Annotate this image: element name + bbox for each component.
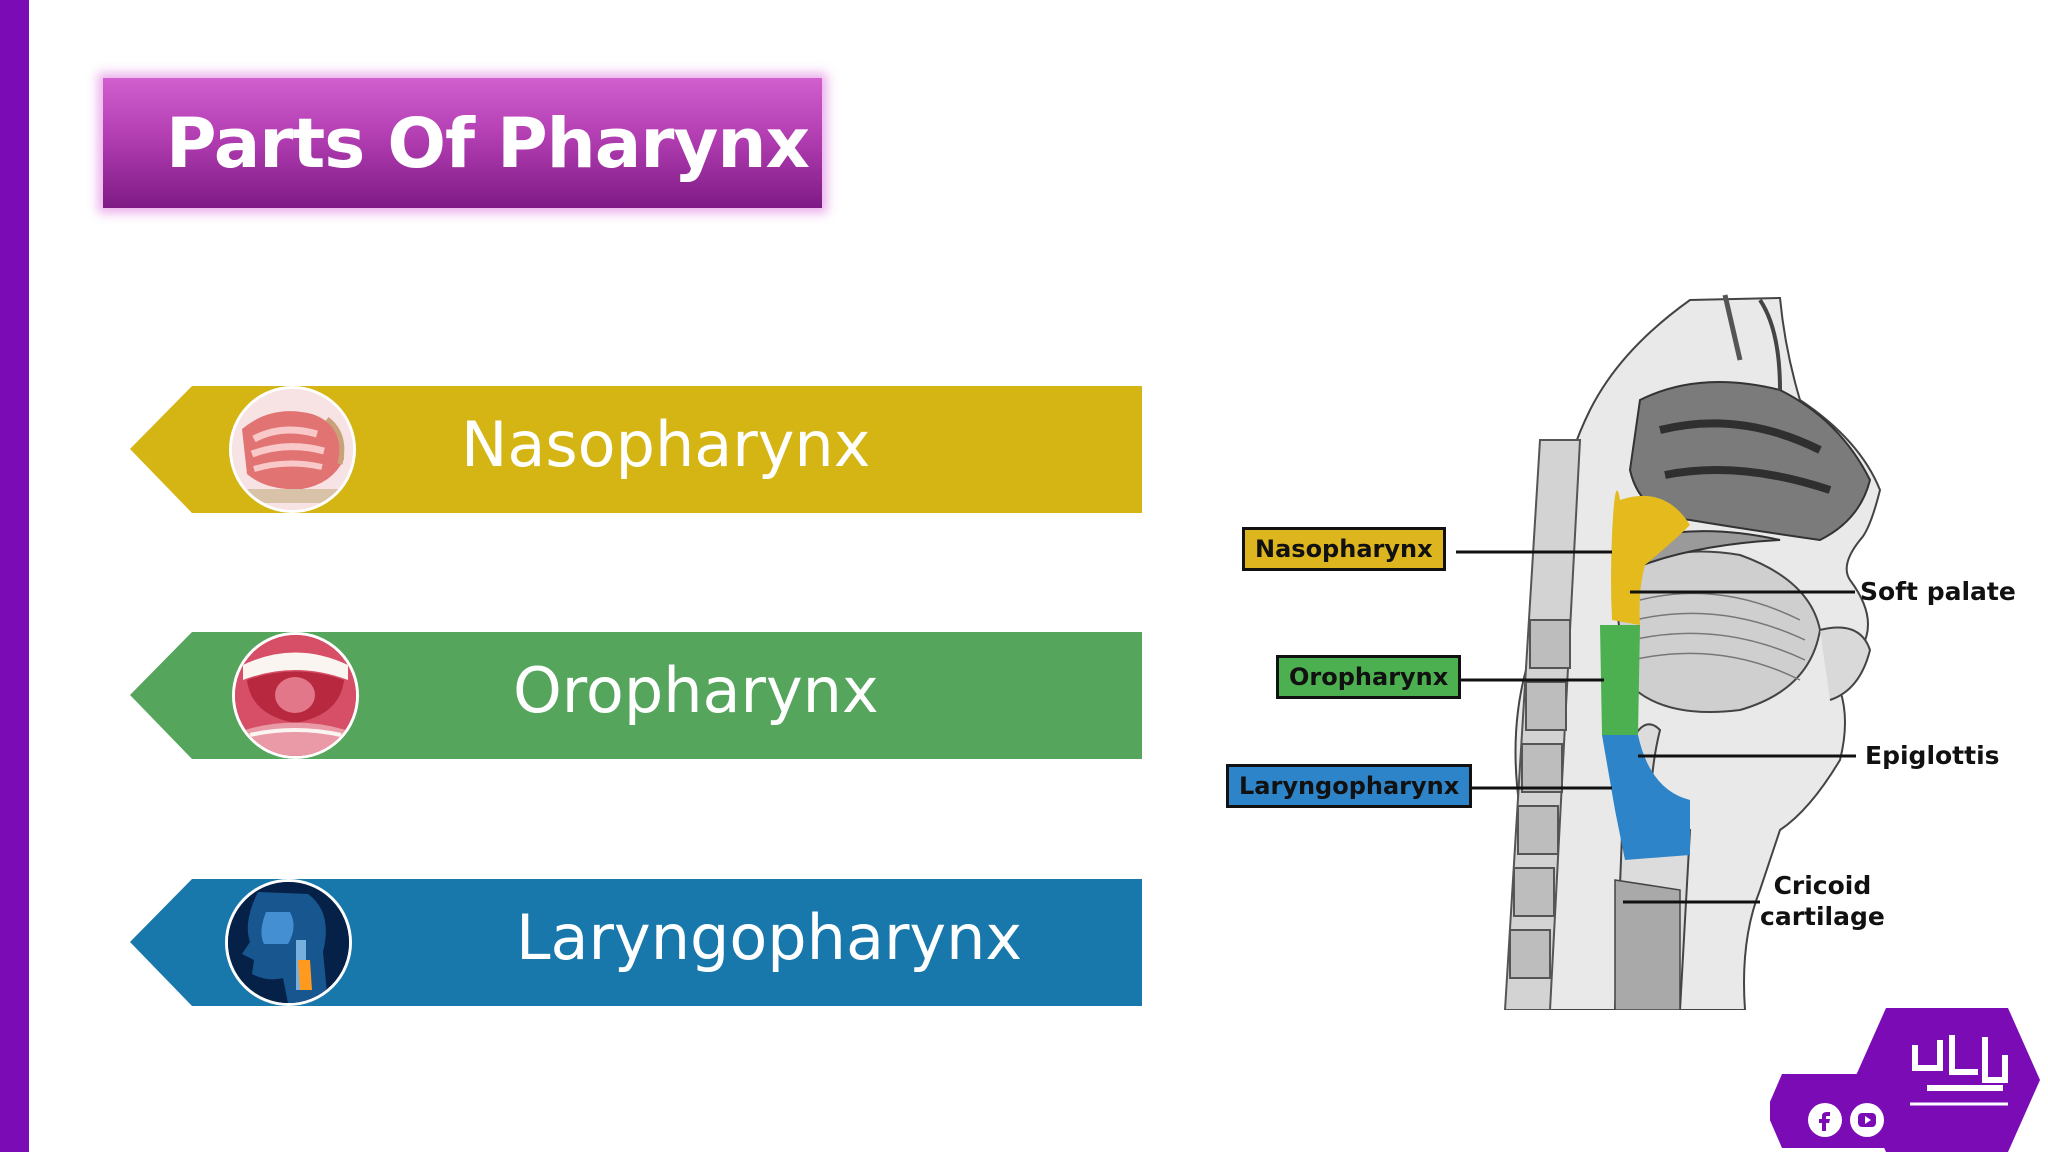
- banner-oropharynx: Oropharynx: [130, 632, 1142, 759]
- page-title: Parts Of Pharynx: [166, 104, 810, 184]
- annotation-soft-palate: Soft palate: [1860, 577, 2016, 606]
- head-neck-section-illustration: [1456, 294, 1882, 1011]
- banner-label: Nasopharynx: [461, 408, 871, 481]
- label-nasopharynx: Nasopharynx: [1242, 527, 1446, 571]
- head-xray-thumbnail: [225, 879, 352, 1006]
- youtube-icon[interactable]: [1850, 1103, 1884, 1137]
- label-oropharynx: Oropharynx: [1276, 655, 1462, 699]
- banner-laryngopharynx: Laryngopharynx: [130, 879, 1142, 1006]
- annotation-epiglottis: Epiglottis: [1865, 741, 2000, 770]
- side-accent-bar: [0, 0, 29, 1152]
- title-banner: Parts Of Pharynx: [103, 78, 822, 208]
- facebook-icon[interactable]: [1808, 1103, 1842, 1137]
- pharynx-sagittal-diagram: Nasopharynx Oropharynx Laryngopharynx So…: [1220, 290, 2016, 1011]
- banner-label: Oropharynx: [513, 654, 879, 727]
- banner-nasopharynx: Nasopharynx: [130, 386, 1142, 513]
- annotation-cricoid-line2: cartilage: [1760, 902, 1885, 931]
- annotation-cricoid-cartilage: Cricoid cartilage: [1760, 870, 1885, 932]
- nasal-cavity-thumbnail: [229, 386, 356, 513]
- label-laryngopharynx: Laryngopharynx: [1226, 764, 1473, 808]
- channel-logo: [1766, 1008, 2040, 1152]
- banner-label: Laryngopharynx: [516, 901, 1023, 974]
- open-mouth-thumbnail: [232, 632, 359, 759]
- annotation-cricoid-line1: Cricoid: [1773, 871, 1872, 900]
